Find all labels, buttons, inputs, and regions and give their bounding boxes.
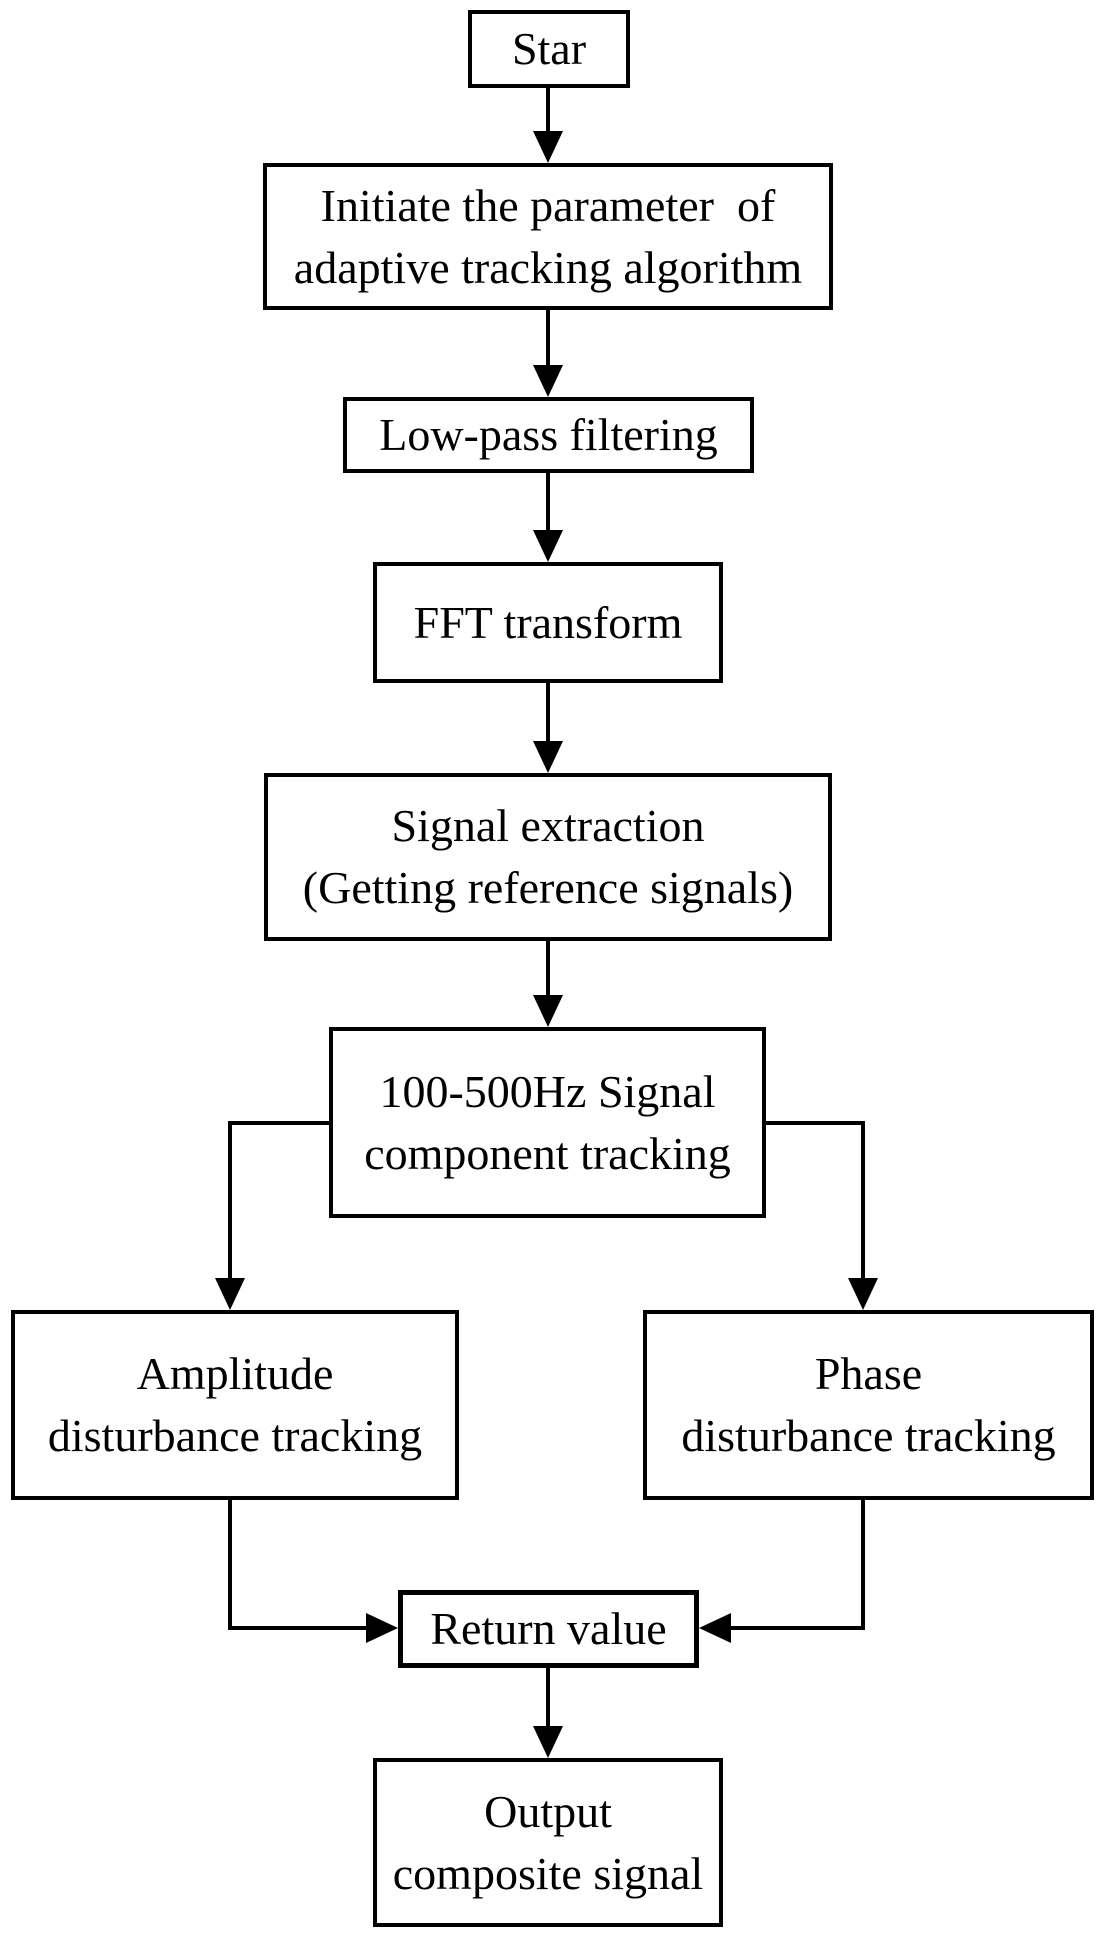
arrow-right-icon: [366, 1613, 398, 1643]
node-output-composite-signal: Output composite signal: [373, 1758, 723, 1927]
node-phase-disturbance-tracking: Phase disturbance tracking: [643, 1310, 1094, 1500]
edge-return-output: [533, 1668, 563, 1758]
arrow-down-icon: [848, 1278, 878, 1310]
edge-fft-extract: [533, 683, 563, 773]
node-initiate-parameters-label: Initiate the parameter of adaptive track…: [293, 179, 803, 293]
edge-amplitude-return: [228, 1500, 398, 1643]
edge-start-init: [533, 88, 563, 163]
node-start-label: Star: [511, 23, 587, 74]
node-fft-transform-label: FFT transform: [413, 596, 683, 648]
node-fft-transform: FFT transform: [373, 562, 723, 683]
arrow-down-icon: [215, 1278, 245, 1310]
arrow-down-icon: [533, 530, 563, 562]
node-amplitude-disturbance-tracking-label: Amplitude disturbance tracking: [47, 1348, 423, 1461]
node-signal-component-tracking: 100-500Hz Signal component tracking: [329, 1027, 766, 1218]
node-amplitude-disturbance-tracking: Amplitude disturbance tracking: [11, 1310, 459, 1500]
edge-phase-return: [699, 1500, 865, 1643]
node-return-value: Return value: [398, 1590, 699, 1668]
node-initiate-parameters: Initiate the parameter of adaptive track…: [263, 163, 833, 310]
node-lowpass-filtering: Low-pass filtering: [343, 397, 754, 473]
edge-lowpass-fft: [533, 473, 563, 562]
arrow-down-icon: [533, 1726, 563, 1758]
node-lowpass-filtering-label: Low-pass filtering: [379, 409, 718, 460]
node-signal-component-tracking-label: 100-500Hz Signal component tracking: [364, 1065, 731, 1179]
node-signal-extraction: Signal extraction (Getting reference sig…: [264, 773, 832, 941]
edge-track-phase: [766, 1121, 878, 1310]
arrow-down-icon: [533, 365, 563, 397]
arrow-down-icon: [533, 131, 563, 163]
edge-init-lowpass: [533, 310, 563, 397]
node-start: Star: [468, 10, 630, 88]
edge-track-amplitude: [215, 1121, 329, 1310]
node-signal-extraction-label: Signal extraction (Getting reference sig…: [302, 800, 794, 913]
node-phase-disturbance-tracking-label: Phase disturbance tracking: [681, 1348, 1056, 1461]
arrow-left-icon: [699, 1613, 731, 1643]
node-return-value-label: Return value: [430, 1603, 667, 1654]
arrow-down-icon: [533, 995, 563, 1027]
node-output-composite-signal-label: Output composite signal: [392, 1785, 704, 1899]
edge-extract-track: [533, 941, 563, 1027]
arrow-down-icon: [533, 741, 563, 773]
